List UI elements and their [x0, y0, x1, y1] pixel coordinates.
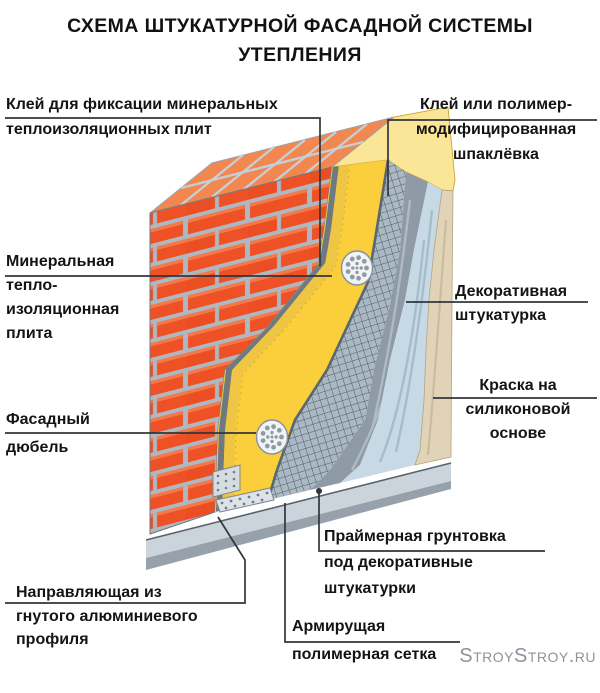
label-silicone-paint: Краска на силиконовой основе: [465, 377, 571, 442]
facade-dowel-icon: [255, 419, 289, 455]
facade-dowel-icon: [340, 250, 374, 286]
label-decorative-plaster: Декоративная штукатурка: [455, 283, 568, 324]
leader-primer-dot: [316, 488, 322, 494]
leader-lines: [5, 117, 597, 643]
page-title: СХЕМА ШТУКАТУРНОЙ ФАСАДНОЙ СИСТЕМЫ УТЕПЛ…: [0, 12, 600, 70]
mesh-layer: [266, 159, 406, 501]
label-facade-dowel: Фасадный дюбель: [6, 411, 90, 456]
title-line-1: СХЕМА ШТУКАТУРНОЙ ФАСАДНОЙ СИСТЕМЫ: [67, 15, 533, 37]
label-glue-fixation: Клей для фиксации минеральных теплоизоля…: [6, 96, 278, 138]
decorative-plaster-layer: [340, 182, 442, 483]
leader-mesh: [284, 503, 460, 643]
label-profile: Направляющая из гнутого алюминиевого про…: [16, 584, 198, 648]
insulation-layer: [215, 160, 388, 512]
label-mesh: Армирущая полимерная сетка: [292, 618, 437, 663]
title-line-2: УТЕПЛЕНИЯ: [238, 44, 362, 66]
base-floor: [145, 462, 452, 570]
leader-primer: [318, 492, 545, 552]
starter-profile: [212, 464, 275, 513]
label-mineral-wool: Минеральная тепло- изоляционная плита: [6, 253, 120, 342]
label-primer: Праймерная грунтовка под декоративные шт…: [324, 528, 506, 597]
adhesive-layer: [216, 163, 351, 512]
paint-layer: [414, 189, 454, 466]
watermark: StroyStroy.ru: [459, 645, 596, 667]
leader-profile: [5, 516, 246, 604]
leader-glue-polymer: [387, 119, 597, 196]
label-glue-polymer: Клей или полимер- модифицированная шпакл…: [415, 96, 577, 163]
leader-glue-fixation: [5, 117, 321, 266]
